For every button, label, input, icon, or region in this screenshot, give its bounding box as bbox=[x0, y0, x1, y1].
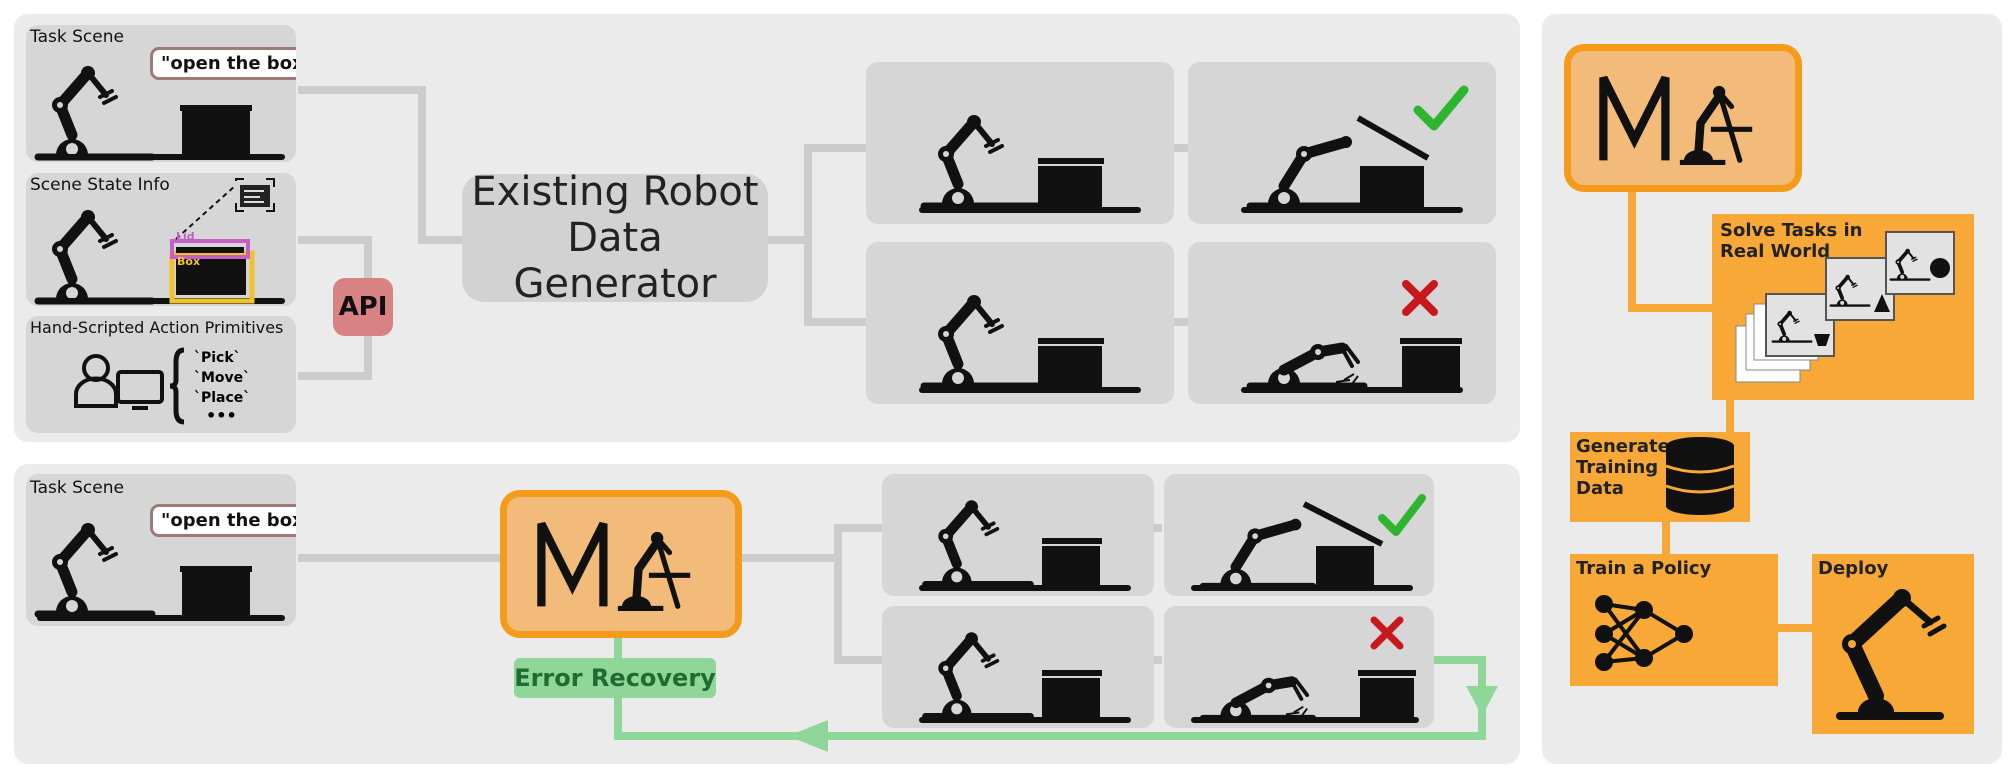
robot-failure-visual bbox=[1241, 280, 1463, 393]
bottom-instruction-bubble: "open the box" bbox=[150, 504, 296, 537]
primitive-pick: `Pick` bbox=[194, 350, 241, 366]
lid-label: Lid bbox=[176, 230, 195, 243]
cross-icon bbox=[1370, 616, 1404, 650]
existing-robot-data-generator: Existing Robot Data Generator bbox=[462, 169, 768, 307]
box-label: Box bbox=[177, 255, 201, 268]
logo-box-right bbox=[1564, 44, 1802, 192]
recovery-arrow-left bbox=[788, 720, 828, 752]
top-start-cell-1 bbox=[866, 62, 1174, 224]
primitive-place: `Place` bbox=[194, 390, 251, 406]
bottom-start-cell-1 bbox=[882, 474, 1154, 596]
robot-success-visual bbox=[1241, 85, 1469, 213]
barcode-icon bbox=[235, 178, 275, 212]
scene-state-visual bbox=[26, 178, 285, 306]
solve-tasks-label: Solve Tasks in Real World bbox=[1720, 220, 1863, 262]
error-recovery-path bbox=[614, 624, 1486, 740]
bottom-success-cell bbox=[1164, 474, 1434, 596]
generator-line2: Data Generator bbox=[513, 215, 717, 307]
cross-icon bbox=[1402, 280, 1438, 316]
checkmark-icon bbox=[1413, 85, 1469, 131]
robot-arm-icon bbox=[26, 25, 285, 162]
robot-arm-icon bbox=[26, 474, 285, 621]
bottom-task-scene-label: Task Scene bbox=[30, 478, 124, 498]
scene-state-cell: Scene State Info Lid Box bbox=[26, 173, 296, 306]
scene-state-label: Scene State Info bbox=[30, 175, 170, 195]
bottom-failure-cell bbox=[1164, 606, 1434, 728]
primitive-move: `Move` bbox=[194, 370, 251, 386]
robot-failure-visual bbox=[1191, 616, 1419, 728]
primitives-cell: Hand-Scripted Action Primitives `Pick` `… bbox=[26, 316, 296, 433]
user-monitor-visual bbox=[74, 347, 185, 425]
checkmark-icon bbox=[1378, 494, 1426, 536]
deploy-box bbox=[1812, 554, 1974, 734]
task-scene-cell: Task Scene "open the box" bbox=[26, 25, 296, 162]
monitor-icon bbox=[116, 370, 164, 410]
robot-arm-icon bbox=[919, 606, 1131, 723]
top-success-cell bbox=[1188, 62, 1496, 224]
generator-line1: Existing Robot bbox=[471, 169, 759, 215]
user-icon bbox=[74, 354, 118, 408]
task-scene-label: Task Scene bbox=[30, 27, 124, 47]
bottom-start-cell-2 bbox=[882, 606, 1154, 728]
recovery-arrow-down bbox=[1466, 686, 1498, 716]
top-failure-cell bbox=[1188, 242, 1496, 404]
primitives-label: Hand-Scripted Action Primitives bbox=[30, 318, 284, 337]
api-box: API bbox=[333, 278, 393, 336]
generate-data-label: Generate Training Data bbox=[1576, 436, 1670, 499]
instruction-bubble: "open the box" bbox=[150, 47, 296, 80]
robot-arm-icon bbox=[866, 62, 1141, 213]
primitive-ellipsis: ••• bbox=[206, 406, 237, 425]
robot-success-visual bbox=[1191, 494, 1426, 596]
deploy-label: Deploy bbox=[1818, 558, 1889, 579]
logo-box-bottom bbox=[500, 490, 742, 638]
robot-arm-icon bbox=[919, 474, 1131, 591]
bottom-task-scene-cell: Task Scene "open the box" bbox=[26, 474, 296, 626]
error-recovery-label: Error Recovery bbox=[514, 658, 716, 698]
train-policy-label: Train a Policy bbox=[1576, 558, 1712, 579]
top-start-cell-2 bbox=[866, 242, 1174, 404]
robot-arm-icon bbox=[866, 242, 1141, 393]
